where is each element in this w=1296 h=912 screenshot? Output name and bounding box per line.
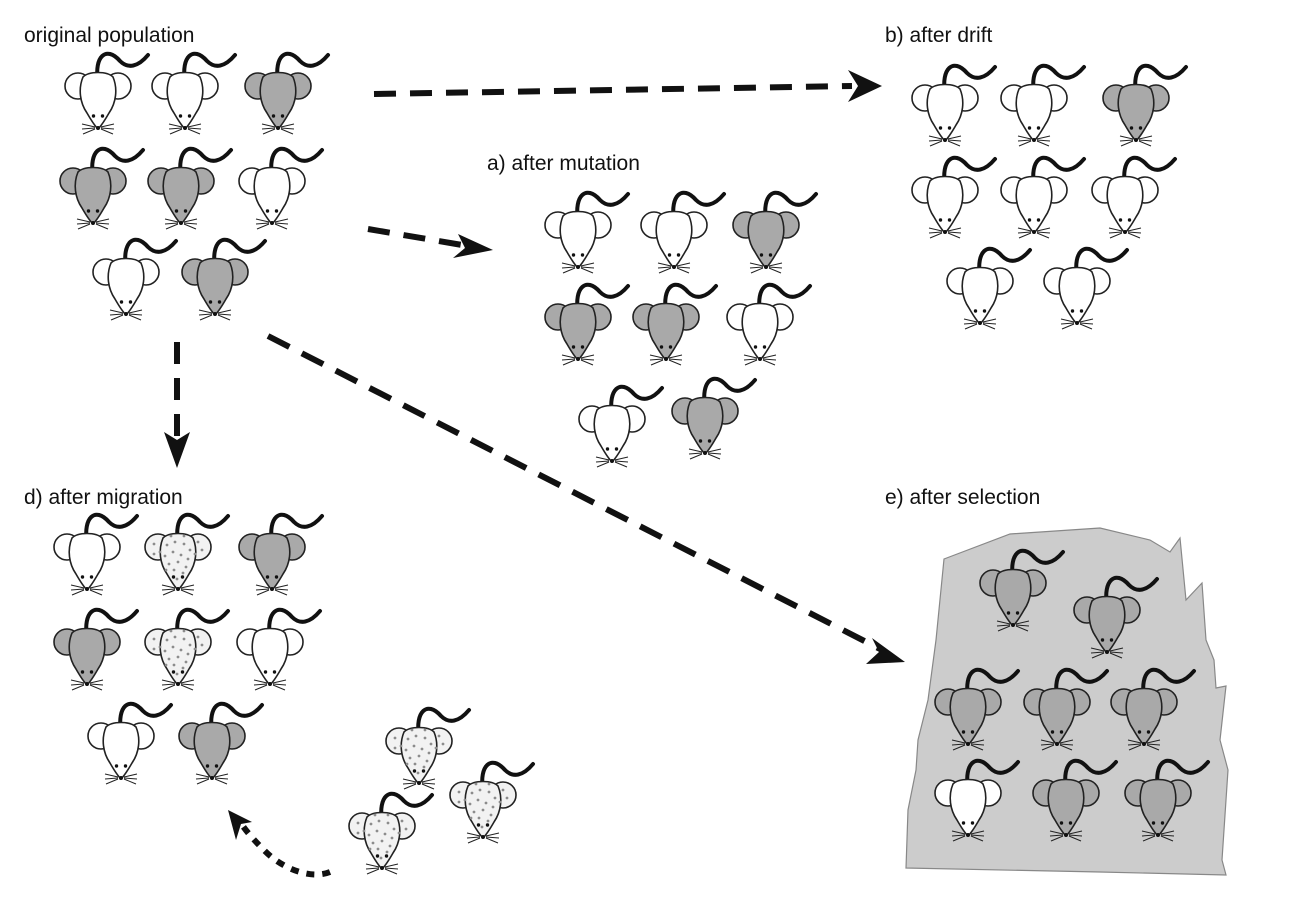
mouse-mutation-1-white bbox=[543, 190, 630, 275]
mouse-mutation-6-white bbox=[725, 282, 812, 367]
arrow-to-mutation bbox=[367, 226, 493, 258]
mouse-drift-6-white bbox=[1090, 155, 1177, 240]
label-after-migration: d) after migration bbox=[24, 486, 183, 509]
mouse-migration-3-gray bbox=[237, 512, 324, 597]
label-after-mutation: a) after mutation bbox=[487, 152, 640, 175]
mouse-original-7-white bbox=[91, 237, 178, 322]
label-after-drift: b) after drift bbox=[885, 24, 993, 47]
speckle-dots bbox=[356, 813, 408, 860]
speckle-dots bbox=[457, 782, 509, 829]
mouse-original-3-gray bbox=[243, 51, 330, 136]
mouse-drift-3-gray bbox=[1101, 63, 1188, 148]
mouse-mutation-8-gray bbox=[670, 376, 757, 461]
label-original-population: original population bbox=[24, 24, 195, 47]
mouse-drift-7-white bbox=[945, 246, 1032, 331]
mouse-mutation-3-gray bbox=[731, 190, 818, 275]
mouse-drift-1-white bbox=[910, 63, 997, 148]
mouse-mutation-4-gray bbox=[543, 282, 630, 367]
mouse-original-2-white bbox=[150, 51, 237, 136]
mouse-original-4-gray bbox=[58, 146, 145, 231]
speckle-dots bbox=[152, 534, 204, 581]
mouse-original-6-white bbox=[237, 146, 324, 231]
mouse-drift-2-white bbox=[999, 63, 1086, 148]
mouse-migration-8-gray bbox=[177, 701, 264, 786]
speckle-dots bbox=[393, 728, 445, 775]
mouse-mutation-2-white bbox=[639, 190, 726, 275]
mouse-migration-7-white bbox=[86, 701, 173, 786]
mouse-original-8-gray bbox=[180, 237, 267, 322]
mouse-drift-4-white bbox=[910, 155, 997, 240]
mouse-migrants-2-speckled bbox=[448, 760, 535, 845]
mouse-migrants-1-speckled bbox=[384, 706, 471, 791]
mouse-drift-5-white bbox=[999, 155, 1086, 240]
label-after-selection: e) after selection bbox=[885, 486, 1041, 509]
mouse-migration-2-speckled bbox=[143, 512, 230, 597]
arrow-to-drift bbox=[373, 70, 882, 102]
mouse-drift-8-white bbox=[1042, 246, 1129, 331]
speckle-dots bbox=[152, 629, 204, 676]
mouse-migrants-3-speckled bbox=[347, 791, 434, 876]
arrow-migrants-arrival bbox=[228, 810, 332, 878]
mouse-migration-1-white bbox=[52, 512, 139, 597]
mouse-mutation-5-gray bbox=[631, 282, 718, 367]
mouse-mutation-7-white bbox=[577, 384, 664, 469]
mouse-original-5-gray bbox=[146, 146, 233, 231]
mouse-migration-5-speckled bbox=[143, 607, 230, 692]
mouse-original-1-white bbox=[63, 51, 150, 136]
mouse-migration-4-gray bbox=[52, 607, 139, 692]
arrow-to-selection bbox=[266, 333, 905, 664]
mouse-migration-6-white bbox=[235, 607, 322, 692]
arrow-to-migration bbox=[164, 342, 190, 468]
